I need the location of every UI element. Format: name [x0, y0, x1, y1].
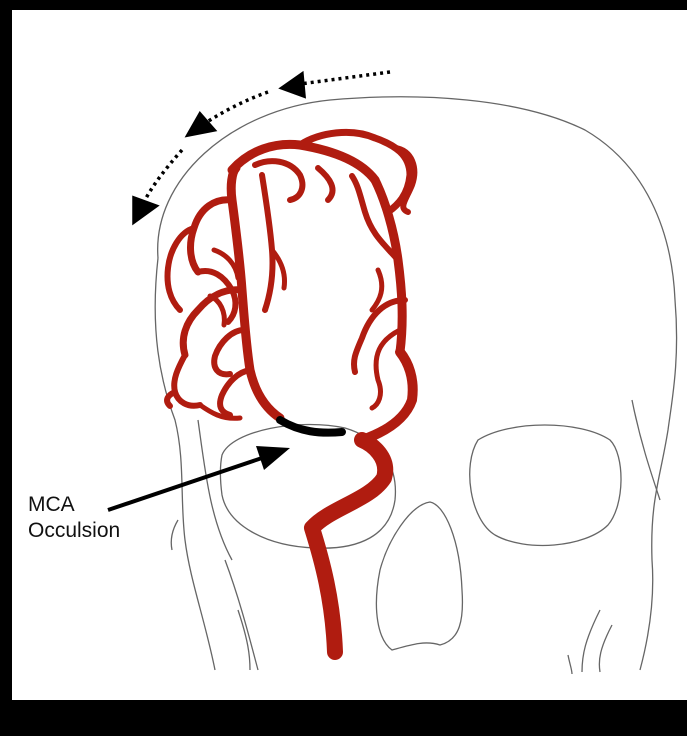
annotation-line-mca: MCA: [28, 492, 120, 518]
annotation-line-occlusion: Occulsion: [28, 518, 120, 544]
annotation-label: MCA Occulsion: [28, 492, 120, 544]
diagram-panel: [12, 10, 687, 700]
